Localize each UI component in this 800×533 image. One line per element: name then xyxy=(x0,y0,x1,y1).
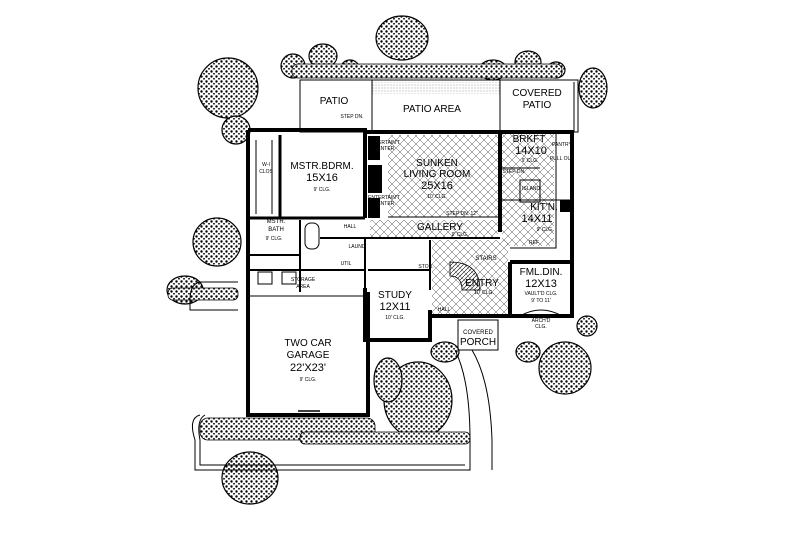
brkft-clg: 9' CLG. xyxy=(522,158,539,164)
storage-label: STORAGE xyxy=(291,277,316,283)
stor-label: STOR. xyxy=(418,264,433,270)
util-label: UTIL xyxy=(341,261,352,267)
entry-clg: 10' CLG. xyxy=(474,290,494,296)
landscaping xyxy=(166,15,608,505)
step-dn-3-label: STEP DN. 12" xyxy=(446,211,478,217)
fml-din-clg-2: 9' TO 11' xyxy=(531,298,550,304)
wi-clos-label-2: CLOS xyxy=(259,169,273,175)
mstr-bath-label-1: MSTR. xyxy=(267,219,286,225)
living-dim: 25X16 xyxy=(421,180,453,192)
covered-patio-label-1: COVERED xyxy=(512,88,561,99)
ref-label: REF xyxy=(529,240,539,246)
floor-fills xyxy=(370,134,563,317)
mstr-bath-label-2: BATH xyxy=(268,227,284,233)
study-clg: 10' CLG. xyxy=(385,315,405,321)
step-dn-2-label: STEP DN. xyxy=(503,169,526,175)
garage-label-1: TWO CAR xyxy=(284,338,331,349)
island-label: ISLAND xyxy=(522,186,540,192)
garage-dim: 22'X23' xyxy=(290,362,326,374)
kitn-label: KIT'N. xyxy=(530,202,557,213)
entertain-label-1: ENTERTAIN'T xyxy=(368,140,400,146)
patio-label: PATIO xyxy=(320,96,349,107)
garage-clg: 9' CLG. xyxy=(300,377,317,383)
laund-label: LAUND xyxy=(349,244,366,250)
entertain-label-2: CENTER xyxy=(374,146,395,152)
brkft-dim: 14X10 xyxy=(515,145,547,157)
wi-clos-label-1: W-I xyxy=(262,162,270,168)
hall-2-label: HALL xyxy=(344,224,357,230)
archd-clg-2: CLG. xyxy=(535,324,547,330)
covered-patio-label-2: PATIO xyxy=(523,100,552,111)
kitn-dim: 14X11 xyxy=(522,213,553,225)
bath-clg: 9' CLG. xyxy=(266,236,283,242)
mstr-bdrm-dim: 15X16 xyxy=(306,172,338,184)
patio-area-label: PATIO AREA xyxy=(403,104,461,115)
area-label: AREA xyxy=(296,284,310,290)
covered-porch-label-1: COVERED xyxy=(463,330,493,336)
entertain-label-4: CENTER xyxy=(374,201,395,207)
brkft-label: BRKFT xyxy=(513,134,546,145)
fml-din-dim: 12X13 xyxy=(525,278,557,290)
stairs-label: STAIRS xyxy=(475,256,496,262)
walls xyxy=(246,128,574,417)
hall-1-label: HALL xyxy=(438,307,451,313)
mstr-bdrm-label: MSTR.BDRM. xyxy=(290,161,353,172)
covered-porch-label-2: PORCH xyxy=(460,337,496,348)
kitn-clg: 9' CLG. xyxy=(537,227,554,233)
room-labels: PATIO STEP DN. PATIO AREA COVERED PATIO … xyxy=(259,88,574,383)
pull-out-label: PULL OUT xyxy=(550,156,574,162)
step-dn-label: STEP DN. xyxy=(341,114,364,120)
fml-din-clg-1: VAULT'D CLG. xyxy=(525,291,558,297)
study-label: STUDY xyxy=(378,290,412,301)
pantry-label: PANTRY xyxy=(552,142,572,148)
study-dim: 12X11 xyxy=(380,301,411,313)
gallery-clg: 9' CLG. xyxy=(452,232,469,238)
sunken-label-1: SUNKEN xyxy=(416,158,458,169)
entry-label: ENTRY xyxy=(465,278,499,289)
sunken-label-2: LIVING ROOM xyxy=(404,169,471,180)
gallery-label: GALLERY xyxy=(417,222,463,233)
archd-clg-1: ARCH'D xyxy=(532,318,551,324)
living-clg: 10' CLG. xyxy=(427,194,447,200)
garage-label-2: GARAGE xyxy=(287,350,330,361)
entertain-label-3: ENTERTAIN'T xyxy=(368,195,400,201)
driveway xyxy=(189,281,493,471)
fml-din-label: FML.DIN. xyxy=(520,267,563,278)
mstr-bdrm-clg: 9' CLG. xyxy=(314,187,331,193)
